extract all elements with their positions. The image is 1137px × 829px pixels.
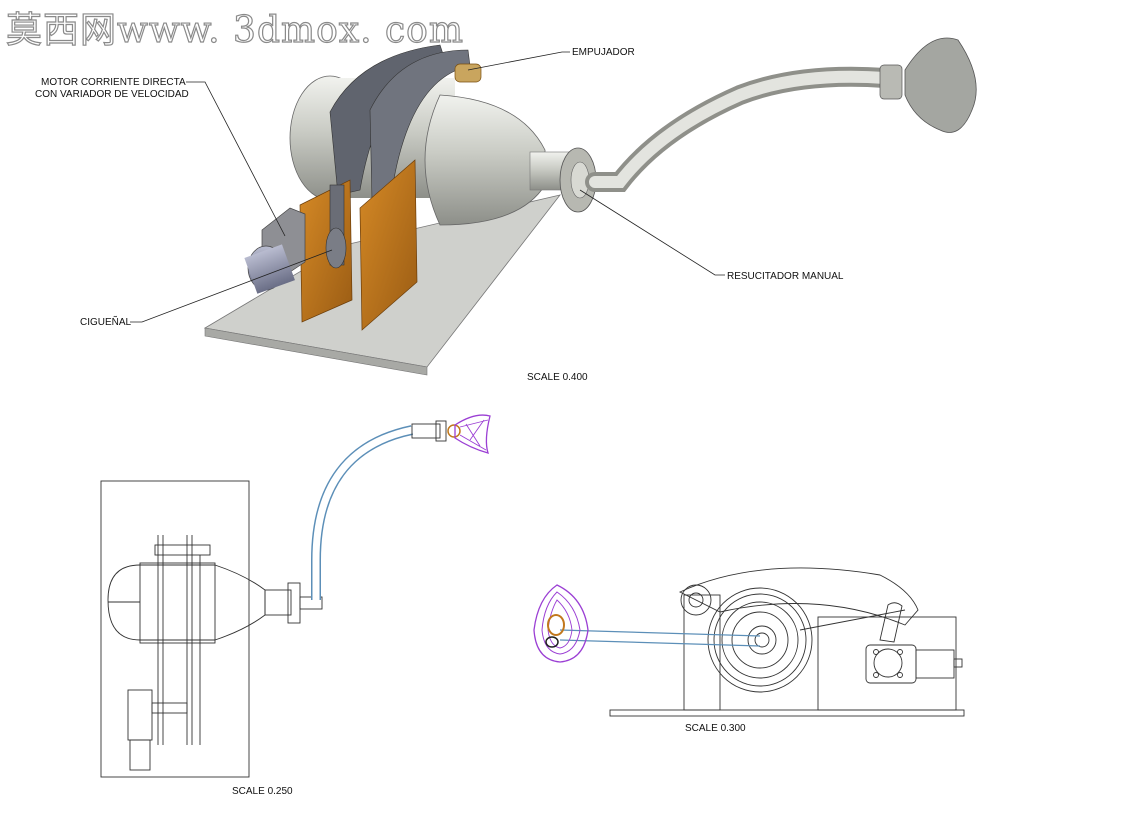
mask-connector xyxy=(879,64,903,100)
leader-motor xyxy=(186,81,286,237)
top-view: SCALE 0.250 xyxy=(100,414,491,797)
top-motor xyxy=(127,689,153,741)
scale-isometric: SCALE 0.400 xyxy=(527,372,588,383)
side-frame-left xyxy=(683,594,721,711)
top-motor-box xyxy=(129,739,151,771)
mask xyxy=(904,37,977,133)
top-ring xyxy=(287,582,301,624)
label-empujador: EMPUJADOR xyxy=(572,47,635,58)
label-motor-line1: MOTOR CORRIENTE DIRECTA xyxy=(41,77,186,88)
label-motor-line2: CON VARIADOR DE VELOCIDAD xyxy=(35,89,189,100)
top-motor-shaft xyxy=(151,702,188,714)
side-push-rod-bot xyxy=(559,639,761,647)
side-arc-plate xyxy=(678,567,919,626)
top-bag xyxy=(107,564,266,641)
side-motor-bolt-3 xyxy=(873,672,879,678)
side-pivot-inner xyxy=(688,592,704,608)
top-mask-ring xyxy=(447,424,461,438)
top-base-outline xyxy=(100,480,250,778)
side-motor-face xyxy=(873,648,903,678)
leader-cigueñal xyxy=(130,249,333,323)
side-frame-right xyxy=(817,616,957,711)
top-bag-neck xyxy=(264,589,292,616)
side-motor-bolt-1 xyxy=(873,649,879,655)
side-push-rod-top xyxy=(559,629,761,637)
side-motor-bolt-2 xyxy=(897,649,903,655)
side-mask-wire-mid xyxy=(541,591,581,655)
top-mask-wire-2 xyxy=(459,419,489,451)
side-motor-shaft xyxy=(953,658,963,668)
side-drum-3 xyxy=(721,601,799,679)
isometric-view: EMPUJADOR MOTOR CORRIENTE DIRECTA CON VA… xyxy=(35,37,977,383)
side-mask-wire-outer xyxy=(533,584,589,663)
side-drum-2 xyxy=(713,593,807,687)
motor-body xyxy=(244,244,295,294)
top-mask-wire xyxy=(454,414,491,454)
side-motor-body xyxy=(915,649,955,679)
label-resucitador: RESUCITADOR MANUAL xyxy=(727,271,844,282)
top-hose-inner xyxy=(312,426,413,600)
side-drum-1 xyxy=(707,587,813,693)
side-drum-5 xyxy=(747,625,777,655)
side-motor-bolt-4 xyxy=(897,672,903,678)
top-hose xyxy=(311,425,414,600)
hose-highlight xyxy=(589,70,891,188)
side-mask-port xyxy=(545,636,559,648)
side-base-plate xyxy=(609,709,965,717)
side-drum-6 xyxy=(754,632,770,648)
side-mask-valve xyxy=(547,614,565,636)
pusher xyxy=(454,63,482,83)
leader-empujador xyxy=(467,51,570,71)
top-crossbar-2 xyxy=(139,562,216,644)
top-mask-valve xyxy=(435,420,447,442)
side-drum-4 xyxy=(731,611,789,669)
scale-top: SCALE 0.250 xyxy=(232,786,293,797)
top-mask-connector xyxy=(411,423,441,439)
side-view: SCALE 0.300 xyxy=(533,567,965,734)
wood-support-front xyxy=(359,159,418,331)
crankshaft-disc xyxy=(325,227,347,269)
side-pivot-outer xyxy=(680,584,712,616)
watermark-text: 莫西网www. 3dmox. com xyxy=(6,10,464,51)
side-link-arm xyxy=(799,609,906,631)
scale-side: SCALE 0.300 xyxy=(685,723,746,734)
label-cigueñal: CIGUEÑAL xyxy=(80,315,132,328)
base-plate-edge xyxy=(204,327,428,376)
top-crossbar-1 xyxy=(154,544,211,556)
leader-resucitador xyxy=(579,189,725,276)
resuscitator-bag xyxy=(424,94,546,226)
side-crank-arm xyxy=(879,602,903,643)
